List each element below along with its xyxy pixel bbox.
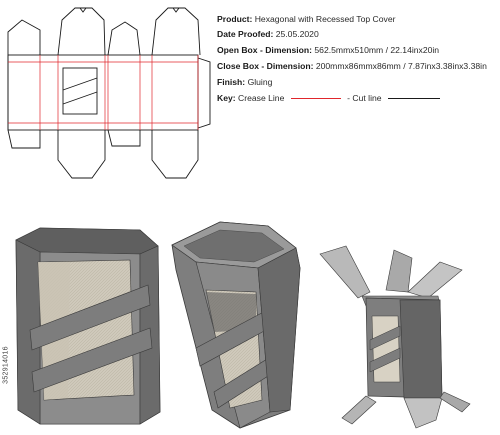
bottom-flap-1 (7, 129, 41, 149)
flat-dieline (7, 7, 211, 179)
spec-key: Key: Crease Line - Cut line (217, 93, 444, 104)
spec-finish-label: Finish: (217, 77, 246, 87)
spec-finish-value: Gluing (247, 77, 273, 87)
spec-open-box-label: Open Box - Dimension: (217, 45, 313, 55)
key-crease-label: Crease Line (238, 93, 285, 103)
crease-line-sample (290, 98, 341, 100)
body-panels (7, 54, 199, 131)
side-code-text: 352914016 (2, 346, 10, 384)
spec-key-label: Key: (217, 93, 236, 103)
spec-date: Date Proofed: 25.05.2020 (217, 29, 319, 40)
glue-flap (197, 57, 211, 129)
box-render-front (15, 227, 161, 425)
open-window (371, 315, 401, 383)
spec-finish: Finish: Gluing (217, 77, 272, 88)
top-flap-2 (107, 21, 141, 56)
front-strap-2 (31, 327, 153, 393)
bottom-flap-hex-2 (151, 130, 199, 179)
spec-product-label: Product: (217, 14, 253, 24)
spec-date-label: Date Proofed: (217, 29, 274, 39)
spec-close-box-label: Close Box - Dimension: (217, 61, 314, 71)
spec-date-value: 25.05.2020 (275, 29, 319, 39)
side-code: 352914016 (1, 300, 11, 430)
top-flap-1 (7, 19, 41, 55)
bottom-flap-hex-1 (57, 130, 106, 179)
spec-open-box-value: 562.5mmx510mm / 22.14inx20in (314, 45, 440, 55)
window-cutout (62, 67, 98, 115)
box-render-open (319, 245, 471, 429)
spec-close-box-value: 200mmx86mmx86mm / 7.87inx3.38inx3.38in (315, 61, 487, 71)
spec-product: Product: Hexagonal with Recessed Top Cov… (217, 14, 395, 25)
front-strap-1 (29, 284, 151, 351)
top-flap-hex-1 (57, 7, 106, 56)
spec-open-box: Open Box - Dimension: 562.5mmx510mm / 22… (217, 45, 439, 56)
spec-close-box: Close Box - Dimension: 200mmx86mmx86mm /… (217, 61, 487, 72)
key-cut-label: - Cut line (347, 93, 382, 103)
cut-line-sample (387, 98, 440, 100)
top-flap-hex-2 (151, 7, 201, 56)
crease-lines (8, 55, 199, 130)
box-render-tilted (171, 221, 301, 429)
spec-product-value: Hexagonal with Recessed Top Cover (254, 14, 396, 24)
bottom-flap-2 (107, 129, 141, 147)
